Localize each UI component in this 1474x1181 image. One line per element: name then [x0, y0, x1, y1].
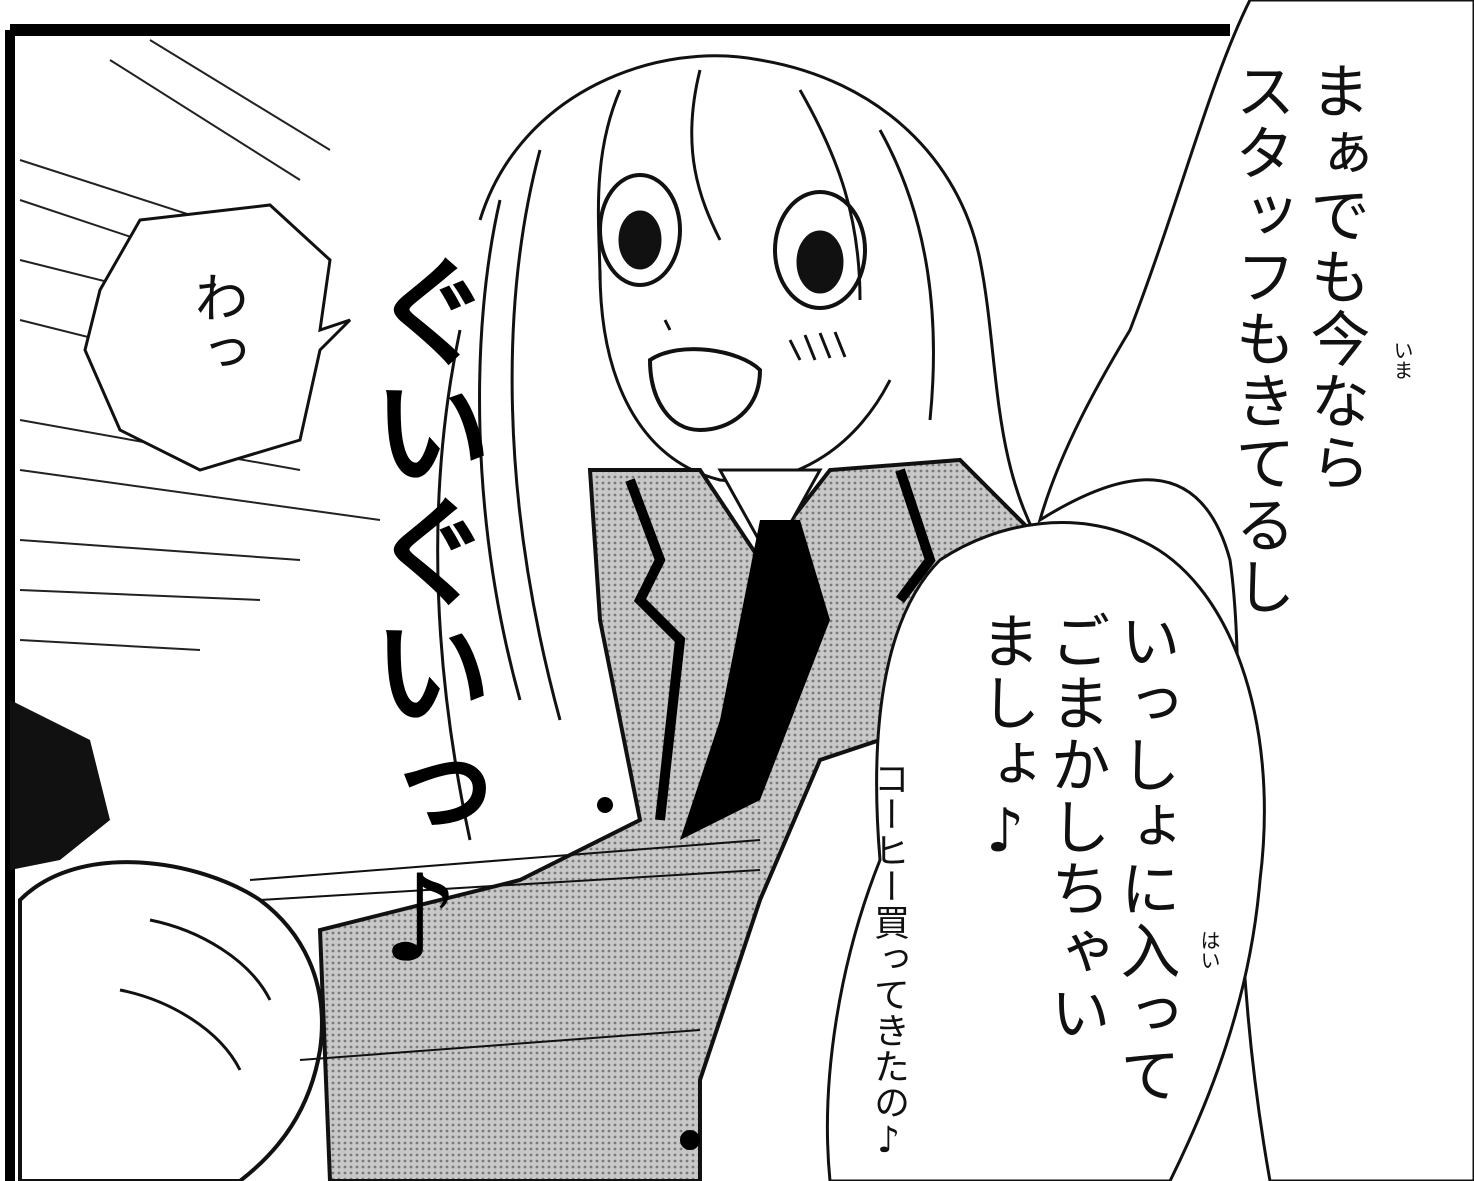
handwritten-note: コーヒー買ってきたの♪ [868, 760, 909, 1161]
speech-invite-line2: ごまかしちゃい [1040, 610, 1110, 1044]
speech-main-line1: まぁでも今なら [1300, 60, 1370, 494]
speech-small-text: わっ [185, 270, 249, 378]
character-girl [436, 54, 1052, 841]
ruby-ima: いま [1390, 340, 1414, 380]
speech-balloon-small [83, 203, 352, 472]
speech-main-line2: スタッフもきてるし [1225, 60, 1295, 618]
speech-invite-line1: いっしょに入って [1110, 610, 1180, 1106]
speech-balloon-invite [825, 521, 1266, 1181]
speech-invite-line3: ましょ♪ [970, 610, 1040, 868]
necktie [680, 520, 830, 840]
sfx-guigui: ぐいぐいっ♪ [351, 250, 490, 989]
ruby-hai: はい [1197, 930, 1221, 970]
